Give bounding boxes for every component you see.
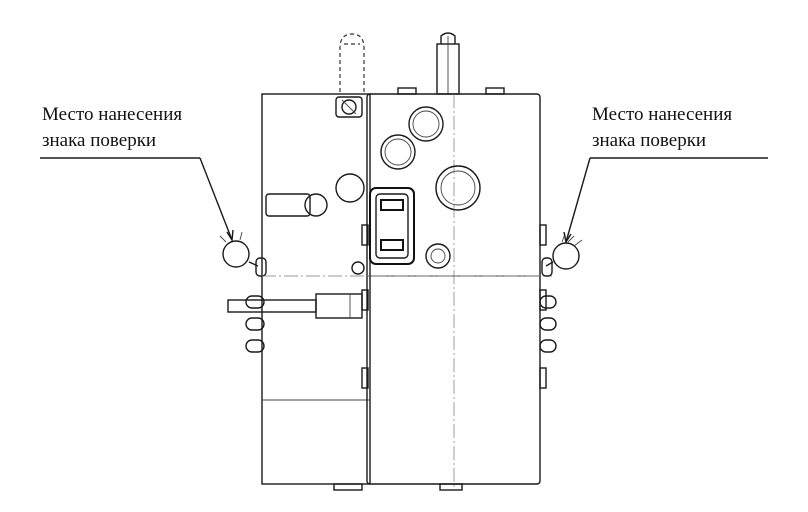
dashed-knob xyxy=(339,33,365,92)
left-seal xyxy=(219,231,259,268)
callout-label-left: Место нанесения знака поверки xyxy=(42,102,182,154)
right-leader xyxy=(563,157,768,244)
rear-housing xyxy=(261,93,371,491)
front-housing xyxy=(262,87,552,491)
connectors xyxy=(380,106,481,269)
left-clamps xyxy=(245,257,267,353)
callout-label-left-line1: Место нанесения xyxy=(42,104,183,125)
callout-label-left-line2: знака поверки xyxy=(42,130,157,151)
callout-label-right-line1: Место нанесения xyxy=(592,104,733,125)
power-socket xyxy=(369,187,415,265)
left-leader xyxy=(40,157,234,243)
callout-label-right-line2: знака поверки xyxy=(592,130,707,151)
top-shaft xyxy=(436,32,460,95)
right-clamps xyxy=(539,257,557,353)
edge-rivets xyxy=(351,224,547,389)
callout-label-right: Место нанесения знака поверки xyxy=(592,102,732,154)
